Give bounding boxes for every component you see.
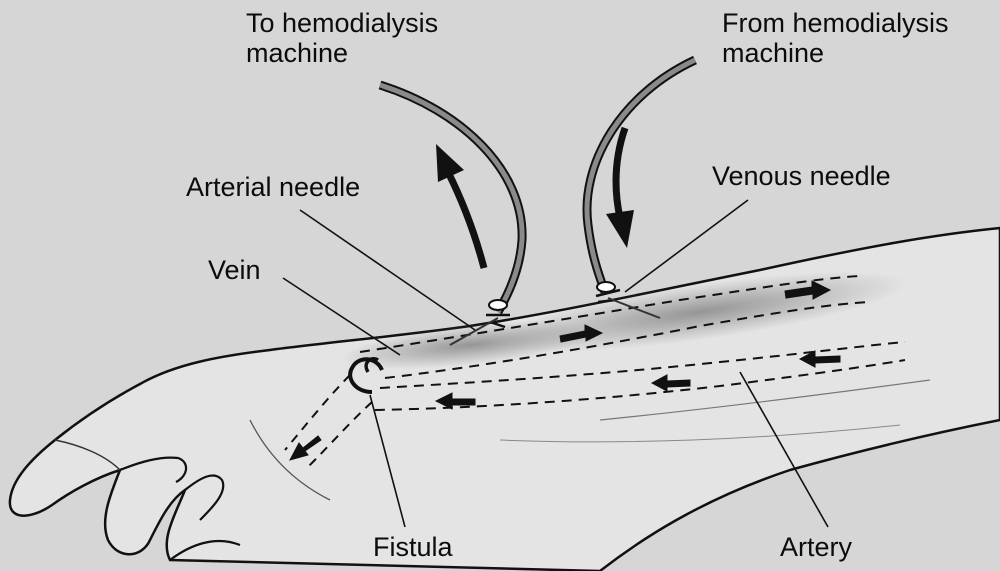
- to-machine-label-line-1: To hemodialysis: [246, 8, 439, 38]
- flow-arrow: [650, 374, 691, 392]
- flow-arrow: [798, 350, 841, 368]
- thumb-outline: [169, 540, 241, 561]
- distal-artery-wall: [284, 374, 351, 451]
- vein-label: Vein: [208, 255, 261, 285]
- fistula-leader: [369, 394, 406, 528]
- to-machine-label: To hemodialysis machine: [246, 8, 438, 68]
- venous-needle-leader: [624, 199, 749, 293]
- artery-leader: [739, 371, 829, 528]
- vein-leader: [282, 277, 401, 356]
- from-machine-label-line-1: From hemodialysis: [722, 8, 949, 38]
- flow-arrow: [289, 435, 322, 461]
- to-machine-arrow: [436, 144, 488, 269]
- finger-outline: [184, 474, 225, 521]
- venous-needle-hub: [595, 281, 661, 319]
- arterial-needle-leader: [299, 209, 476, 331]
- flow-arrow: [784, 280, 832, 300]
- from-machine-label-line-2: machine: [722, 38, 825, 68]
- finger-outline: [119, 456, 188, 483]
- venous-tube: [584, 57, 697, 293]
- vein-wall-upper: [359, 275, 861, 353]
- flow-arrow: [434, 392, 476, 410]
- vein-wall-lower: [384, 301, 871, 379]
- artery-wall-lower: [374, 359, 906, 411]
- wrist-crease: [249, 419, 331, 501]
- artery-wall-upper: [379, 341, 906, 389]
- arterial-needle-hub: [449, 299, 510, 346]
- arterial-needle-label: Arterial needle: [186, 172, 361, 202]
- flow-arrow: [559, 324, 604, 343]
- fistula-connection: [348, 357, 384, 394]
- muscle-contour: [499, 424, 901, 443]
- arterial-tube: [379, 82, 525, 314]
- muscle-contour: [599, 379, 931, 421]
- to-machine-label-line-2: machine: [246, 38, 349, 68]
- from-machine-arrow: [606, 126, 634, 248]
- fistula-label: Fistula: [373, 532, 453, 562]
- hand-crease: [54, 439, 121, 471]
- artery-label: Artery: [780, 532, 853, 562]
- venous-needle-label: Venous needle: [712, 161, 891, 191]
- artery-flow-arrows: [289, 350, 841, 461]
- distal-artery-wall: [304, 401, 373, 471]
- from-machine-label: From hemodialysis machine: [722, 8, 949, 68]
- vein-flow-arrows: [559, 280, 832, 343]
- fistula-flow-arrow: [364, 357, 379, 373]
- fistula-dilated-vein-shading: [340, 320, 600, 370]
